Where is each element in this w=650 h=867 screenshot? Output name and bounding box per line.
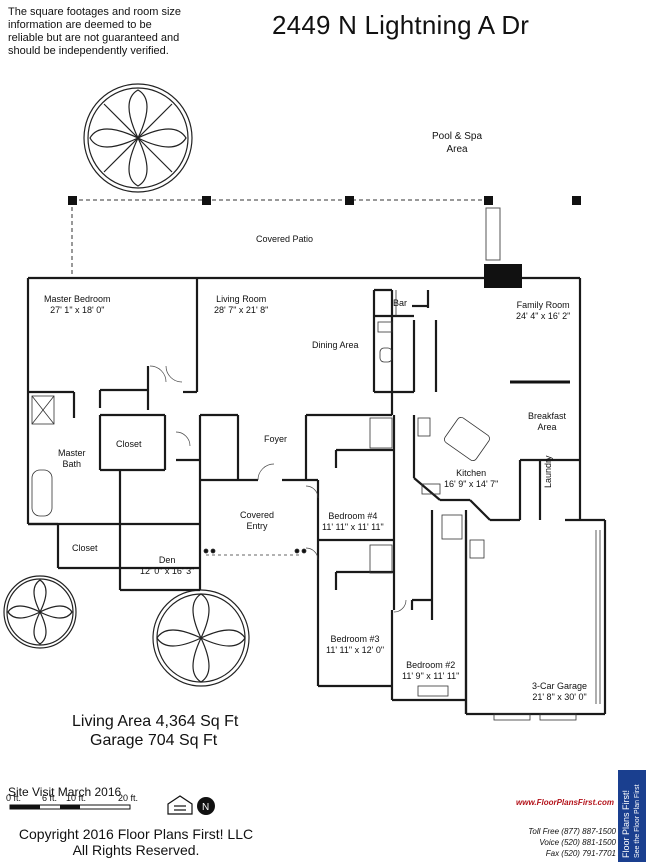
scale-bar bbox=[9, 804, 131, 810]
room-label-family-room: Family Room 24' 4" x 16' 2" bbox=[516, 300, 570, 322]
tree-icon bbox=[83, 83, 193, 193]
room-label-bedroom-2: Bedroom #2 11' 9" x 11' 11" bbox=[402, 660, 459, 682]
room-label-closet-den: Closet bbox=[72, 543, 98, 554]
room-size: 28' 7" x 21' 8" bbox=[214, 305, 269, 315]
logo-tagline: See the Floor Plan First bbox=[634, 784, 641, 858]
room-name: Dining Area bbox=[312, 340, 359, 350]
room-name: Bar bbox=[393, 298, 408, 308]
svg-text:N: N bbox=[202, 802, 209, 813]
garage-area-text: Garage 704 Sq Ft bbox=[90, 732, 218, 749]
room-label-dining-area: Dining Area bbox=[312, 340, 359, 351]
disclaimer-line: information are deemed to be bbox=[8, 19, 152, 31]
room-name: Laundry bbox=[543, 455, 553, 488]
room-name: Area bbox=[446, 144, 468, 155]
room-label-pool-spa: Pool & Spa Area bbox=[432, 130, 482, 156]
disclaimer: The square footages and room size inform… bbox=[8, 6, 188, 58]
room-name: Master bbox=[58, 448, 86, 458]
room-size: 12' 0" x 16' 3" bbox=[140, 566, 195, 576]
room-label-closet-master: Closet bbox=[116, 439, 142, 450]
room-name: Living Room bbox=[216, 294, 267, 304]
disclaimer-line: reliable but are not guaranteed and bbox=[8, 32, 180, 44]
room-label-bedroom-4: Bedroom #4 11' 11" x 11' 11" bbox=[322, 511, 384, 533]
square-footage: Living Area 4,364 Sq Ft Garage 704 Sq Ft bbox=[72, 712, 238, 750]
fax-number: Fax (520) 791-7701 bbox=[545, 849, 616, 858]
scale-label: 0 ft. bbox=[6, 793, 22, 803]
room-label-foyer: Foyer bbox=[264, 434, 287, 445]
disclaimer-line: should be independently verified. bbox=[8, 45, 169, 57]
room-size: 27' 1" x 18' 0" bbox=[50, 305, 105, 315]
north-arrow-icon: N bbox=[197, 797, 215, 815]
brand-logo: Floor Plans First! See the Floor Plan Fi… bbox=[618, 770, 646, 862]
copyright-line: All Rights Reserved. bbox=[72, 842, 200, 858]
room-name: Closet bbox=[116, 439, 142, 449]
logo-text: Floor Plans First! bbox=[621, 789, 631, 858]
room-name: Breakfast bbox=[528, 411, 567, 421]
room-name: Closet bbox=[72, 543, 98, 553]
voice-number: Voice (520) 881-1500 bbox=[539, 838, 616, 847]
room-label-living-room: Living Room 28' 7" x 21' 8" bbox=[214, 294, 268, 316]
room-size: 11' 9" x 11' 11" bbox=[402, 671, 460, 681]
room-name: Bedroom #3 bbox=[330, 634, 380, 644]
room-name: Family Room bbox=[516, 300, 570, 310]
room-label-master-bedroom: Master Bedroom 27' 1" x 18' 0" bbox=[44, 294, 111, 316]
living-area-text: Living Area 4,364 Sq Ft bbox=[72, 713, 239, 730]
scale-label: 20 ft. bbox=[118, 793, 139, 803]
room-size: 11' 11" x 12' 0" bbox=[326, 645, 385, 655]
room-name: 3-Car Garage bbox=[532, 681, 588, 691]
room-label-master-bath: Master Bath bbox=[58, 448, 86, 470]
room-label-kitchen: Kitchen 16' 9" x 14' 7" bbox=[444, 468, 498, 490]
room-name: Bath bbox=[62, 459, 82, 469]
room-name: Kitchen bbox=[456, 468, 487, 478]
room-name: Master Bedroom bbox=[44, 294, 111, 304]
contact-info: Toll Free (877) 887-1500 Voice (520) 881… bbox=[500, 826, 616, 859]
room-name: Foyer bbox=[264, 434, 288, 444]
room-name: Area bbox=[537, 422, 557, 432]
equal-housing-icon bbox=[167, 795, 193, 815]
room-name: Bedroom #4 bbox=[328, 511, 378, 521]
room-label-bar: Bar bbox=[393, 298, 407, 309]
room-name: Entry bbox=[246, 521, 268, 531]
room-name: Pool & Spa bbox=[432, 131, 483, 142]
room-name: Bedroom #2 bbox=[406, 660, 456, 670]
toll-free-number: Toll Free (877) 887-1500 bbox=[528, 827, 616, 836]
room-label-laundry: Laundry bbox=[543, 455, 554, 488]
room-name: Den bbox=[158, 555, 176, 565]
room-label-garage: 3-Car Garage 21' 8" x 30' 0" bbox=[532, 681, 587, 703]
copyright: Copyright 2016 Floor Plans First! LLC Al… bbox=[6, 826, 266, 858]
room-size: 16' 9" x 14' 7" bbox=[444, 479, 499, 489]
copyright-line: Copyright 2016 Floor Plans First! LLC bbox=[18, 826, 254, 842]
room-size: 11' 11" x 11' 11" bbox=[322, 522, 384, 532]
brand-url-link[interactable]: www.FloorPlansFirst.com bbox=[516, 798, 614, 807]
scale-label: 10 ft. bbox=[66, 793, 87, 803]
page-title: 2449 N Lightning A Dr bbox=[272, 10, 530, 40]
disclaimer-line: The square footages and room size bbox=[8, 6, 182, 18]
tree-icon bbox=[152, 589, 250, 687]
room-label-den: Den 12' 0" x 16' 3" bbox=[140, 555, 194, 577]
tree-icon bbox=[3, 575, 77, 649]
site-visit: Site Visit March 2016 bbox=[8, 785, 122, 799]
room-label-bedroom-3: Bedroom #3 11' 11" x 12' 0" bbox=[326, 634, 384, 656]
room-size: 24' 4" x 16' 2" bbox=[516, 311, 571, 321]
room-name: Covered Patio bbox=[256, 234, 314, 244]
room-label-covered-patio: Covered Patio bbox=[256, 234, 313, 245]
room-size: 21' 8" x 30' 0" bbox=[532, 692, 587, 702]
scale-label: 6 ft. bbox=[42, 793, 58, 803]
room-label-covered-entry: Covered Entry bbox=[240, 510, 274, 532]
room-label-breakfast-area: Breakfast Area bbox=[528, 411, 566, 433]
room-name: Covered bbox=[240, 510, 275, 520]
